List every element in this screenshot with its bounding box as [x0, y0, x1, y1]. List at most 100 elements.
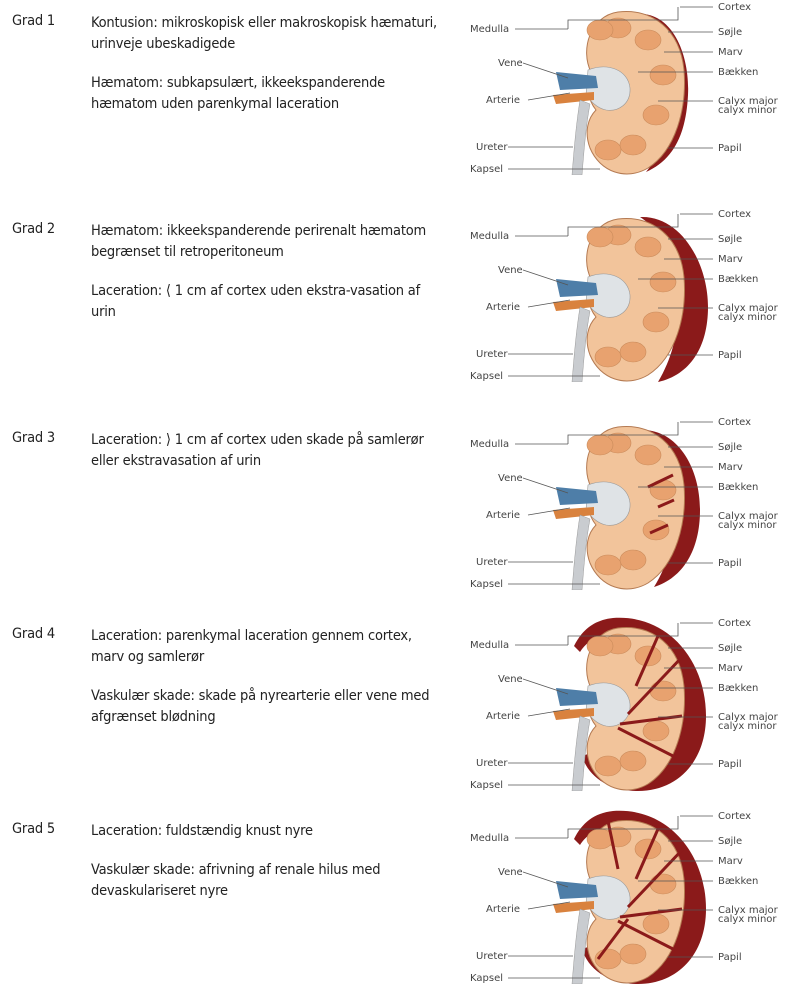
- label-cortex: Cortex: [718, 209, 751, 220]
- label-ureter: Ureter: [476, 557, 508, 568]
- leader-line: [523, 270, 568, 285]
- label-papil: Papil: [718, 558, 742, 569]
- medullary-pyramid: [587, 20, 613, 40]
- label-ureter: Ureter: [476, 758, 508, 769]
- medullary-pyramid: [643, 312, 669, 332]
- label-baekken: Bækken: [718, 67, 758, 78]
- label-marv: Marv: [718, 462, 743, 473]
- label-cortex: Cortex: [718, 618, 751, 629]
- medullary-pyramid: [620, 550, 646, 570]
- grade-paragraph: Kontusion: mikroskopisk eller makroskopi…: [91, 13, 441, 55]
- label-medulla: Medulla: [470, 439, 509, 450]
- label-vene: Vene: [498, 867, 523, 878]
- label-vene: Vene: [498, 58, 523, 69]
- grade-description: Laceration: fuldstændig knust nyre Vasku…: [91, 821, 441, 920]
- label-baekken: Bækken: [718, 876, 758, 887]
- label-arterie: Arterie: [486, 302, 520, 313]
- leader-line: [523, 872, 568, 887]
- medullary-pyramid: [587, 636, 613, 656]
- medullary-pyramid: [650, 65, 676, 85]
- label-papil: Papil: [718, 759, 742, 770]
- medullary-pyramid: [587, 435, 613, 455]
- label-marv: Marv: [718, 47, 743, 58]
- medullary-pyramid: [620, 342, 646, 362]
- medullary-pyramid: [595, 140, 621, 160]
- label-papil: Papil: [718, 952, 742, 963]
- grade-paragraph: Laceration: ⟩ 1 cm af cortex uden skade …: [91, 430, 441, 472]
- medullary-pyramid: [635, 445, 661, 465]
- grade-paragraph: Vaskulær skade: afrivning af renale hilu…: [91, 860, 441, 902]
- label-marv: Marv: [718, 856, 743, 867]
- label-arterie: Arterie: [486, 711, 520, 722]
- grade-label: Grad 2: [12, 221, 55, 237]
- label-cortex: Cortex: [718, 811, 751, 822]
- label-kapsel: Kapsel: [470, 973, 503, 984]
- renal-artery: [553, 901, 594, 913]
- grade-description: Laceration: ⟩ 1 cm af cortex uden skade …: [91, 430, 441, 490]
- label-sojle: Søjle: [718, 442, 742, 453]
- grade-description: Laceration: parenkymal laceration gennem…: [91, 626, 441, 746]
- kidney-diagram-grade-4: CortexSøjleMarvBækkenCalyx majorcalyx mi…: [468, 616, 795, 791]
- label-calyx-minor: calyx minor: [718, 105, 777, 116]
- leader-line: [523, 63, 568, 78]
- label-medulla: Medulla: [470, 640, 509, 651]
- medullary-pyramid: [595, 555, 621, 575]
- grade-label: Grad 4: [12, 626, 55, 642]
- grade-paragraph: Hæmatom: ikkeekspanderende perirenalt hæ…: [91, 221, 441, 263]
- medullary-pyramid: [650, 272, 676, 292]
- label-kapsel: Kapsel: [470, 579, 503, 590]
- grade-paragraph: Laceration: fuldstændig knust nyre: [91, 821, 441, 842]
- label-calyx-minor: calyx minor: [718, 312, 777, 323]
- renal-artery: [553, 92, 594, 104]
- medullary-pyramid: [635, 30, 661, 50]
- medullary-pyramid: [620, 944, 646, 964]
- grade-label: Grad 1: [12, 13, 55, 29]
- label-sojle: Søjle: [718, 234, 742, 245]
- label-marv: Marv: [718, 254, 743, 265]
- medullary-pyramid: [595, 347, 621, 367]
- label-sojle: Søjle: [718, 643, 742, 654]
- label-kapsel: Kapsel: [470, 780, 503, 791]
- renal-artery: [553, 708, 594, 720]
- label-vene: Vene: [498, 674, 523, 685]
- label-papil: Papil: [718, 143, 742, 154]
- medullary-pyramid: [643, 721, 669, 741]
- leader-line: [523, 679, 568, 694]
- medullary-pyramid: [643, 105, 669, 125]
- label-sojle: Søjle: [718, 27, 742, 38]
- label-cortex: Cortex: [718, 417, 751, 428]
- label-sojle: Søjle: [718, 836, 742, 847]
- medullary-pyramid: [635, 237, 661, 257]
- grade-paragraph: Laceration: ⟨ 1 cm af cortex uden ekstra…: [91, 281, 441, 323]
- grade-description: Kontusion: mikroskopisk eller makroskopi…: [91, 13, 441, 133]
- medullary-pyramid: [650, 874, 676, 894]
- label-medulla: Medulla: [470, 231, 509, 242]
- medullary-pyramid: [595, 756, 621, 776]
- label-calyx-minor: calyx minor: [718, 721, 777, 732]
- label-kapsel: Kapsel: [470, 371, 503, 382]
- grade-paragraph: Hæmatom: subkapsulært, ikkeekspanderende…: [91, 73, 441, 115]
- label-papil: Papil: [718, 350, 742, 361]
- label-cortex: Cortex: [718, 2, 751, 13]
- renal-artery: [553, 299, 594, 311]
- label-baekken: Bækken: [718, 482, 758, 493]
- label-calyx-minor: calyx minor: [718, 520, 777, 531]
- medullary-pyramid: [620, 751, 646, 771]
- label-ureter: Ureter: [476, 349, 508, 360]
- grade-label: Grad 3: [12, 430, 55, 446]
- grade-paragraph: Laceration: parenkymal laceration gennem…: [91, 626, 441, 668]
- medullary-pyramid: [650, 681, 676, 701]
- label-vene: Vene: [498, 265, 523, 276]
- medullary-pyramid: [620, 135, 646, 155]
- label-ureter: Ureter: [476, 951, 508, 962]
- grade-label: Grad 5: [12, 821, 55, 837]
- label-ureter: Ureter: [476, 142, 508, 153]
- label-vene: Vene: [498, 473, 523, 484]
- label-marv: Marv: [718, 663, 743, 674]
